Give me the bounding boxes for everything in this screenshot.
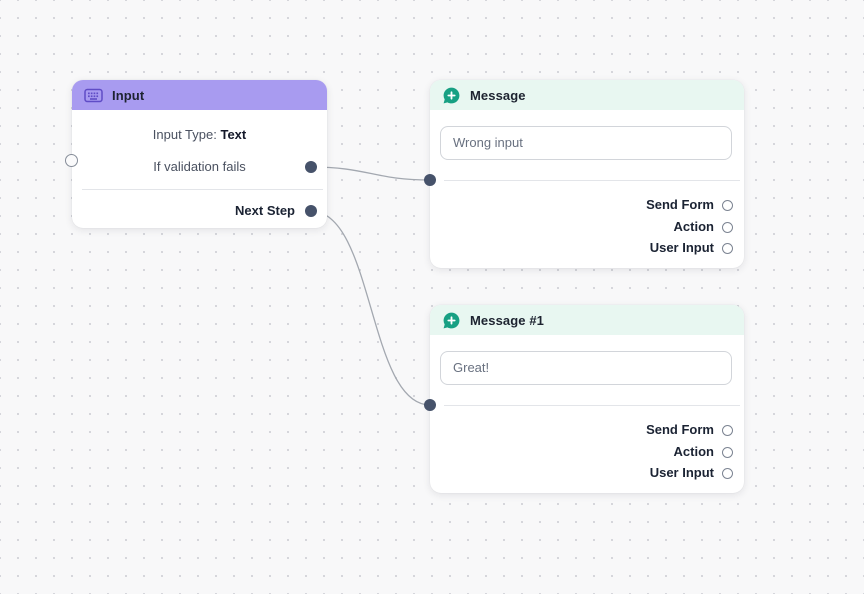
message-1-node-header[interactable]: Message #1	[430, 305, 744, 335]
send-form-row[interactable]: Send Form	[646, 423, 733, 437]
edge-nextstep-to-message1[interactable]	[310, 210, 431, 406]
keyboard-icon	[84, 88, 103, 103]
action-output-port[interactable]	[722, 446, 733, 458]
validation-fails-output-port[interactable]	[305, 161, 317, 173]
message-node-title: Message	[470, 87, 526, 103]
message-1-node-target-port[interactable]	[424, 399, 436, 411]
input-node-divider	[82, 189, 323, 190]
validation-fails-label: If validation fails	[153, 159, 246, 174]
message-1-text-input[interactable]: Great!	[440, 351, 732, 385]
send-form-output-port[interactable]	[722, 424, 733, 436]
user-input-row[interactable]: User Input	[650, 241, 733, 255]
user-input-output-port[interactable]	[722, 467, 733, 479]
user-input-label: User Input	[649, 465, 714, 480]
message-node-divider	[444, 180, 740, 181]
message-1-node[interactable]: Message #1 Great! Send Form Action User …	[424, 305, 744, 493]
message-node-target-port[interactable]	[424, 174, 436, 186]
input-node[interactable]: Input Input Type: Text If validation fai…	[65, 80, 327, 228]
edge-validation-to-message[interactable]	[310, 166, 431, 181]
input-node-target-port[interactable]	[65, 154, 78, 167]
action-output-port[interactable]	[722, 221, 733, 233]
input-type-row: Input Type: Text	[72, 125, 327, 145]
action-row[interactable]: Action	[674, 220, 733, 234]
message-node-header[interactable]: Message	[430, 80, 744, 110]
user-input-label: User Input	[649, 240, 714, 255]
action-row[interactable]: Action	[674, 445, 733, 459]
user-input-row[interactable]: User Input	[650, 466, 733, 480]
input-type-label: Input Type:	[152, 127, 221, 142]
send-form-row[interactable]: Send Form	[646, 198, 733, 212]
message-text-input[interactable]: Wrong input	[440, 126, 732, 160]
send-form-label: Send Form	[646, 422, 714, 437]
send-form-label: Send Form	[646, 197, 714, 212]
next-step-output-port[interactable]	[305, 205, 317, 217]
send-form-output-port[interactable]	[722, 199, 733, 211]
chat-bubble-plus-icon	[442, 86, 461, 105]
message-1-node-divider	[444, 405, 740, 406]
input-node-header[interactable]: Input	[72, 80, 327, 110]
user-input-output-port[interactable]	[722, 242, 733, 254]
input-type-value: Text	[220, 127, 247, 142]
input-node-title: Input	[112, 87, 145, 103]
action-label: Action	[673, 219, 714, 234]
next-step-label: Next Step	[235, 203, 295, 218]
action-label: Action	[673, 444, 714, 459]
message-node[interactable]: Message Wrong input Send Form Action Use…	[424, 80, 744, 268]
chat-bubble-plus-icon	[442, 311, 461, 330]
message-1-node-title: Message #1	[470, 312, 544, 328]
